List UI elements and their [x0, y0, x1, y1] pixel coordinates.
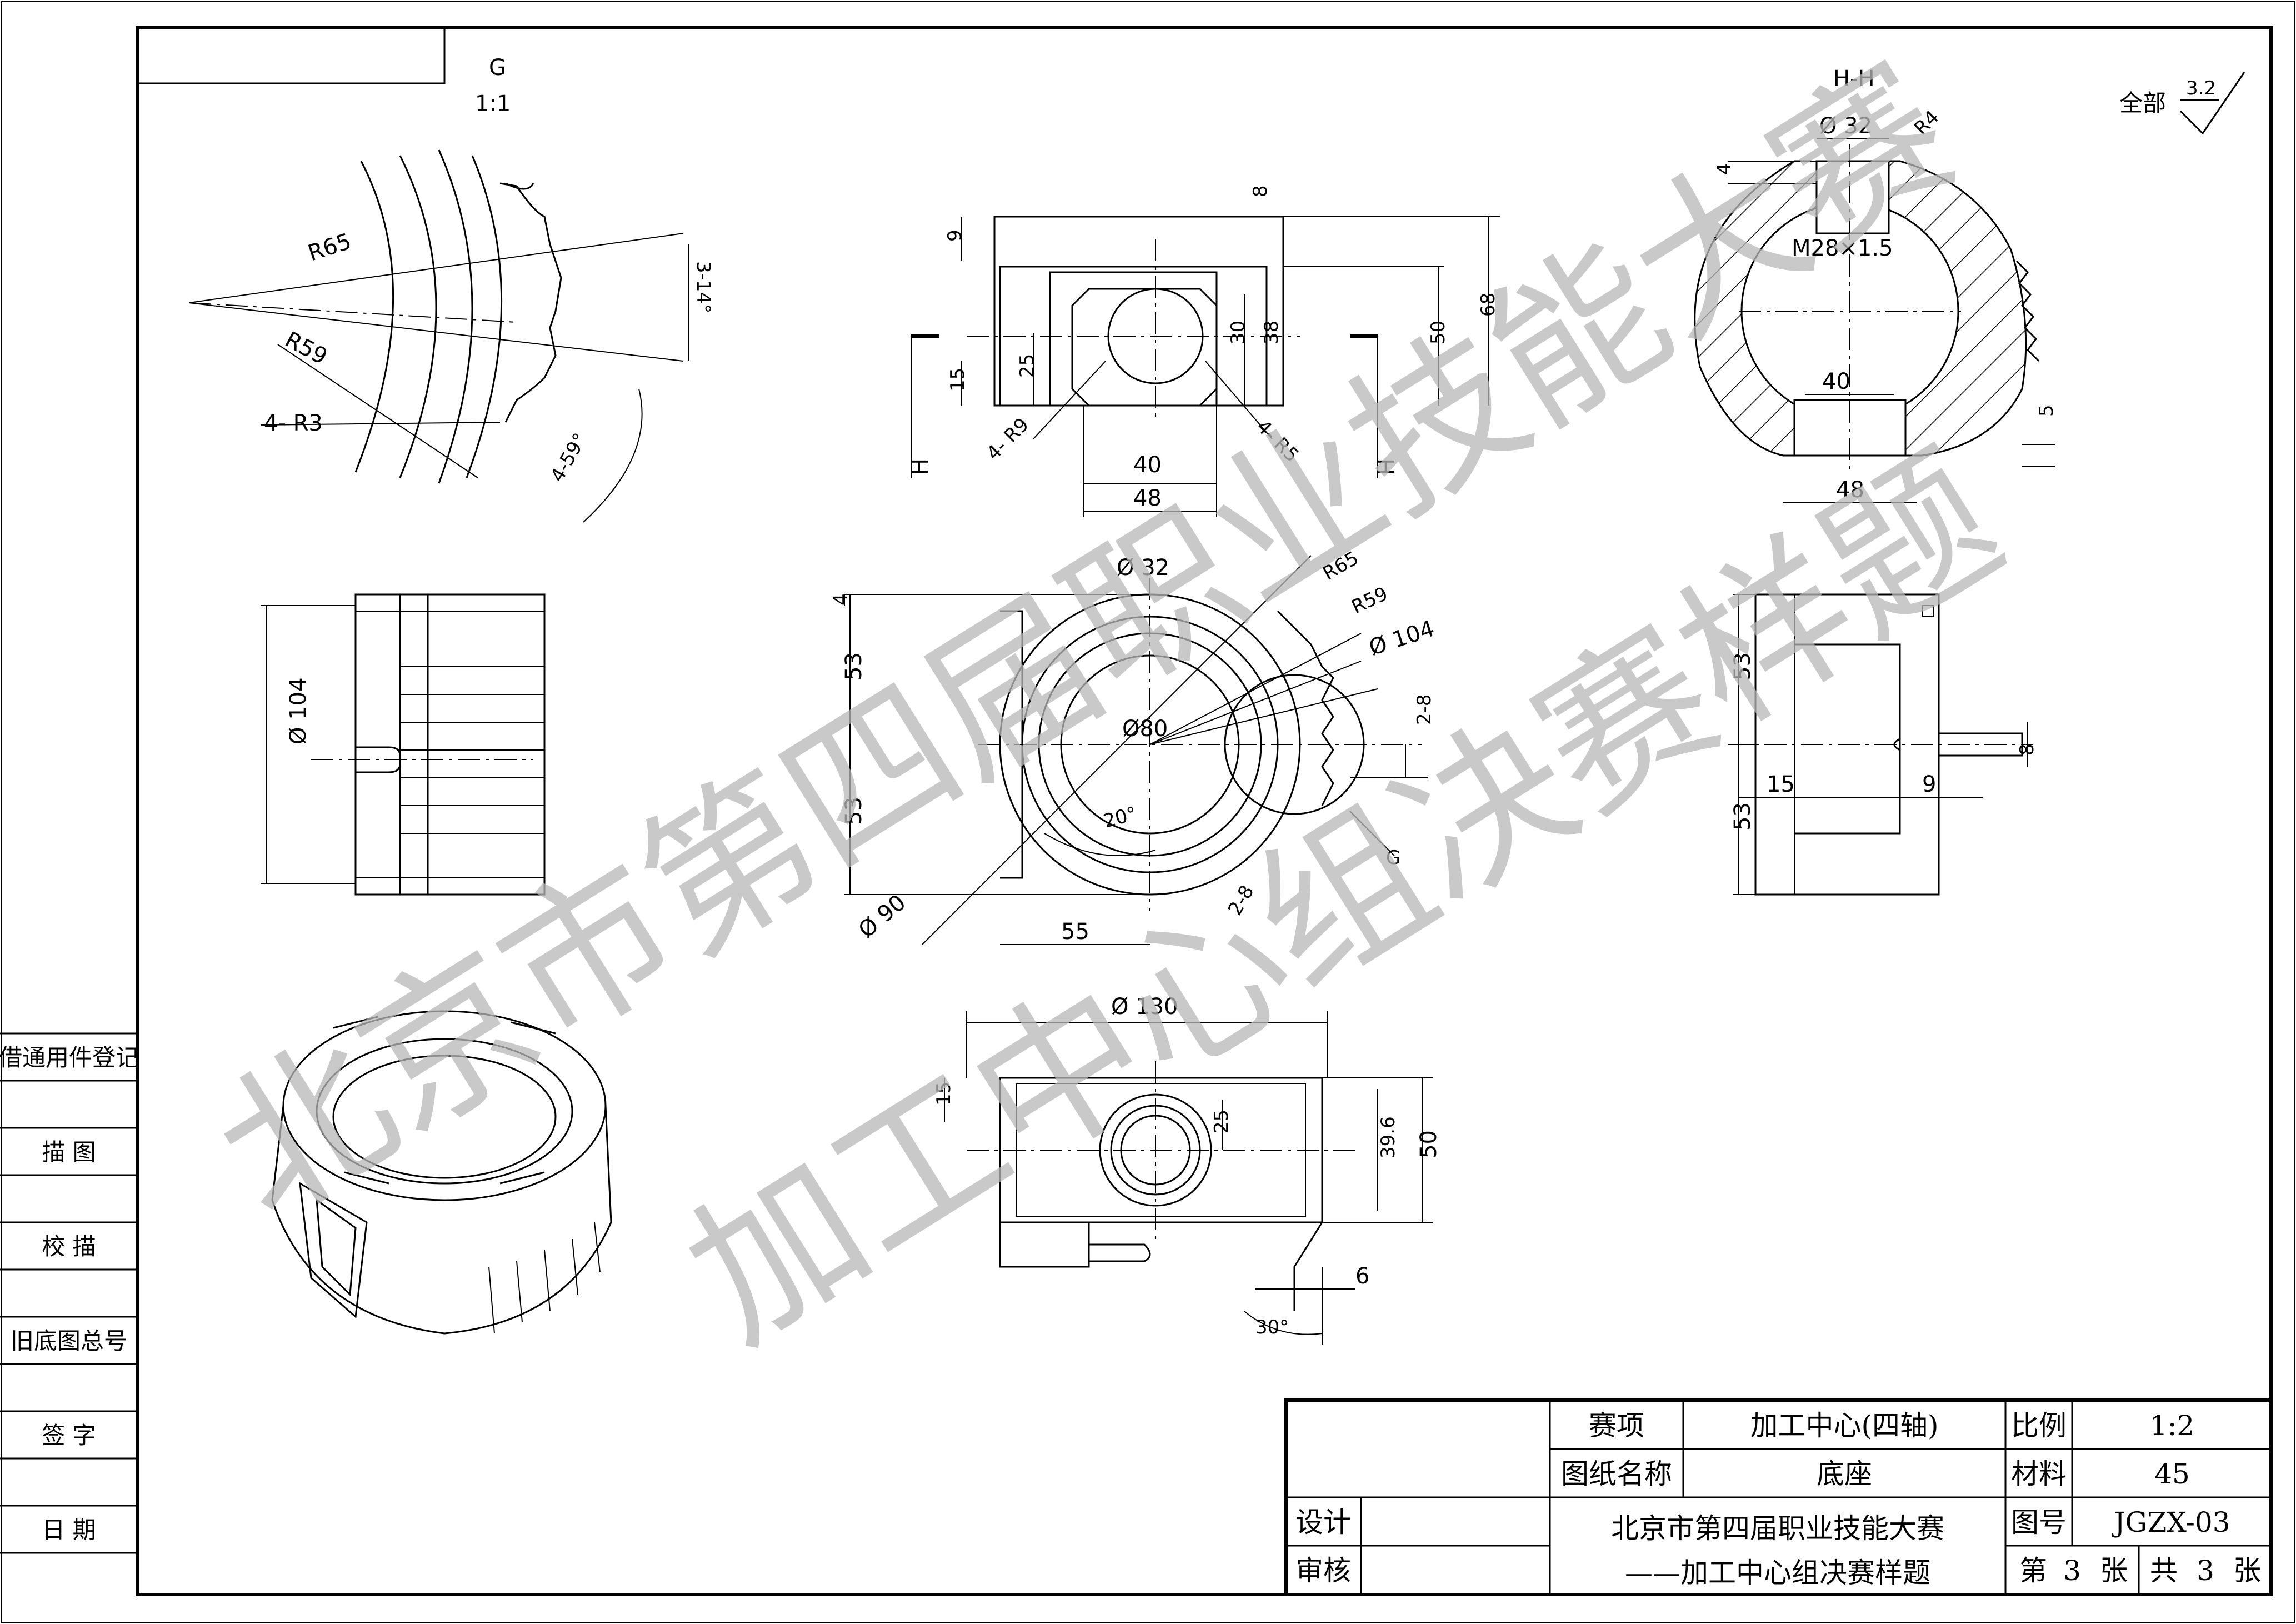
dim-front-2-8-right: 2-8 — [1413, 694, 1435, 725]
total-unit: 张 — [2233, 1555, 2261, 1587]
dim-hh-m28: M28×1.5 — [1792, 236, 1893, 261]
dim-bottom-39-6: 39.6 — [1377, 1116, 1399, 1158]
drawing-name-label: 图纸名称 — [1561, 1458, 1672, 1490]
dim-top-30: 30 — [1227, 321, 1249, 344]
detail-view-label: G — [489, 55, 506, 81]
dim-right-8: 8 — [2016, 743, 2038, 756]
section-view-h-h: H-H Ø 32 R4 4 M28×1.5 40 5 48 — [1694, 66, 2058, 503]
dim-front-d80: Ø80 — [1122, 716, 1168, 742]
side-panel-row: 旧底图总号 — [11, 1327, 127, 1355]
dim-top-4-r9: 4- R9 — [982, 413, 1033, 464]
dim-right-53-bottom: 53 — [1730, 802, 1755, 831]
side-panel-row: 日 期 — [42, 1516, 96, 1543]
bottom-view: Ø 130 15 25 39.6 50 6 30° — [933, 994, 1442, 1345]
dim-3-14deg: 3-14° — [692, 261, 714, 313]
scale-value: 1:2 — [2150, 1410, 2194, 1442]
dim-left-d104: Ø 104 — [286, 677, 311, 744]
side-panel-row: 借通用件登记 — [0, 1044, 139, 1071]
scale-label: 比例 — [2011, 1410, 2067, 1442]
dim-right-15: 15 — [1767, 772, 1795, 797]
dim-4-r3: 4- R3 — [264, 411, 323, 436]
detail-view-scale: 1:1 — [475, 91, 511, 117]
dim-front-53-top: 53 — [841, 652, 867, 681]
dim-right-9: 9 — [1922, 772, 1936, 797]
section-view-label: H-H — [1833, 66, 1875, 92]
surface-finish-prefix: 全部 — [2119, 89, 2166, 117]
dim-front-d32: Ø 32 — [1117, 555, 1169, 581]
front-view: 4 Ø 32 R65 R59 Ø 104 53 53 Ø80 20° 2-8 2… — [830, 547, 1438, 945]
section-marker-left: H — [908, 458, 933, 475]
dim-hh-5: 5 — [2035, 404, 2058, 417]
detail-marker-g: G — [1386, 847, 1400, 869]
dim-top-15: 15 — [947, 368, 969, 392]
top-view: H H 8 9 15 25 30 38 50 68 40 48 4- R9 4-… — [908, 185, 1500, 517]
total-prefix: 共 — [2150, 1555, 2178, 1587]
sheet-no: 3 — [2063, 1555, 2081, 1587]
drawing-name-value: 底座 — [1817, 1458, 1872, 1490]
detail-view-g: G 1:1 R65 R59 4- R3 3-14° 4-59° — [188, 55, 714, 523]
drawing-no-value: JGZX-03 — [2111, 1506, 2230, 1538]
dim-hh-48: 48 — [1836, 477, 1864, 503]
dim-front-55: 55 — [1061, 919, 1089, 945]
side-panel-row: 描 图 — [42, 1138, 96, 1166]
material-value: 45 — [2154, 1458, 2190, 1490]
design-label: 设计 — [1295, 1506, 1351, 1538]
dim-front-4: 4 — [830, 593, 852, 606]
dim-r65: R65 — [305, 228, 354, 266]
competition-line1: 北京市第四届职业技能大赛 — [1611, 1512, 1944, 1545]
dim-bottom-15: 15 — [933, 1082, 955, 1106]
dim-top-25: 25 — [1016, 354, 1038, 378]
dim-hh-d32: Ø 32 — [1819, 113, 1872, 139]
left-view: Ø 104 — [261, 593, 546, 896]
right-view: 53 53 15 9 8 — [1728, 593, 2038, 896]
dim-bottom-6: 6 — [1355, 1263, 1369, 1289]
total-no: 3 — [2197, 1555, 2214, 1587]
material-label: 材料 — [2011, 1458, 2067, 1490]
dim-bottom-50: 50 — [1416, 1130, 1442, 1158]
side-panel-row: 校 描 — [42, 1233, 96, 1260]
dim-front-d90: Ø 90 — [854, 890, 911, 943]
side-panel: 借通用件登记 描 图 校 描 旧底图总号 签 字 日 期 — [0, 1032, 139, 1554]
dim-bottom-25: 25 — [1210, 1110, 1233, 1133]
surface-finish-note: 全部 3.2 — [2119, 72, 2245, 135]
title-block: 赛项 加工中心(四轴) 比例 1:2 图纸名称 底座 材料 45 设计 审核 北… — [1284, 1398, 2273, 1596]
watermark: 北京市第四届职业技能大赛 加工中心组决赛样题 — [185, 32, 2032, 1378]
dim-4-59deg: 4-59° — [546, 429, 592, 486]
event-value: 加工中心(四轴) — [1750, 1410, 1938, 1442]
dim-top-48: 48 — [1133, 486, 1162, 511]
competition-line2: ——加工中心组决赛样题 — [1625, 1557, 1930, 1589]
dim-hh-4: 4 — [1713, 163, 1735, 175]
dim-front-53-bottom: 53 — [841, 797, 867, 825]
dim-top-68: 68 — [1477, 293, 1499, 317]
sheet-prefix: 第 — [2019, 1555, 2047, 1587]
event-label: 赛项 — [1589, 1410, 1644, 1442]
dim-hh-40: 40 — [1822, 369, 1850, 394]
side-panel-row: 签 字 — [42, 1422, 96, 1449]
surface-finish-value: 3.2 — [2186, 77, 2216, 99]
section-marker-right: H — [1374, 458, 1400, 475]
dim-front-20deg: 20° — [1101, 802, 1139, 832]
dim-top-40: 40 — [1133, 452, 1162, 478]
dim-front-d104: Ø 104 — [1366, 616, 1438, 661]
dim-bottom-d130: Ø 130 — [1111, 994, 1178, 1020]
sheet-unit: 张 — [2100, 1555, 2128, 1587]
dim-top-38: 38 — [1260, 321, 1283, 344]
dim-top-9: 9 — [944, 229, 966, 242]
dim-top-50: 50 — [1427, 321, 1449, 344]
dim-right-53-top: 53 — [1730, 652, 1755, 681]
dim-top-8: 8 — [1249, 185, 1272, 197]
dim-bottom-30deg: 30° — [1255, 1316, 1289, 1338]
isometric-view — [271, 1010, 612, 1335]
review-label: 审核 — [1295, 1555, 1351, 1587]
drawing-no-label: 图号 — [2011, 1506, 2067, 1538]
